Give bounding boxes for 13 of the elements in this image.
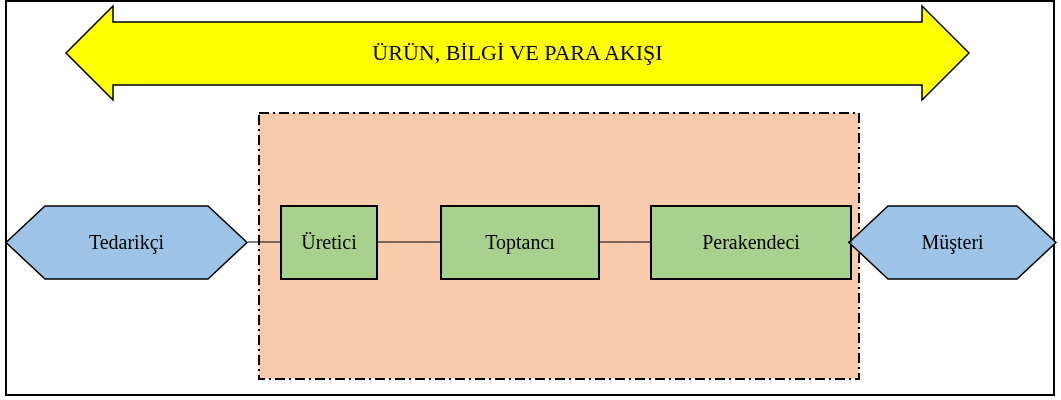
connector-line bbox=[377, 241, 441, 243]
node-label: Üretici bbox=[301, 231, 357, 254]
node-label: ÜRÜN, BİLGİ VE PARA AKIŞI bbox=[372, 40, 663, 66]
node-label: Toptancı bbox=[485, 231, 555, 254]
process-box bbox=[650, 205, 852, 280]
process-box bbox=[280, 205, 378, 280]
connector-line bbox=[247, 241, 281, 243]
connector-line bbox=[599, 241, 651, 243]
node-label: Tedarikçi bbox=[88, 231, 165, 254]
process-box bbox=[440, 205, 600, 280]
connector-line bbox=[847, 241, 853, 243]
node-label: Müşteri bbox=[921, 231, 984, 254]
node-label: Perakendeci bbox=[702, 231, 800, 254]
